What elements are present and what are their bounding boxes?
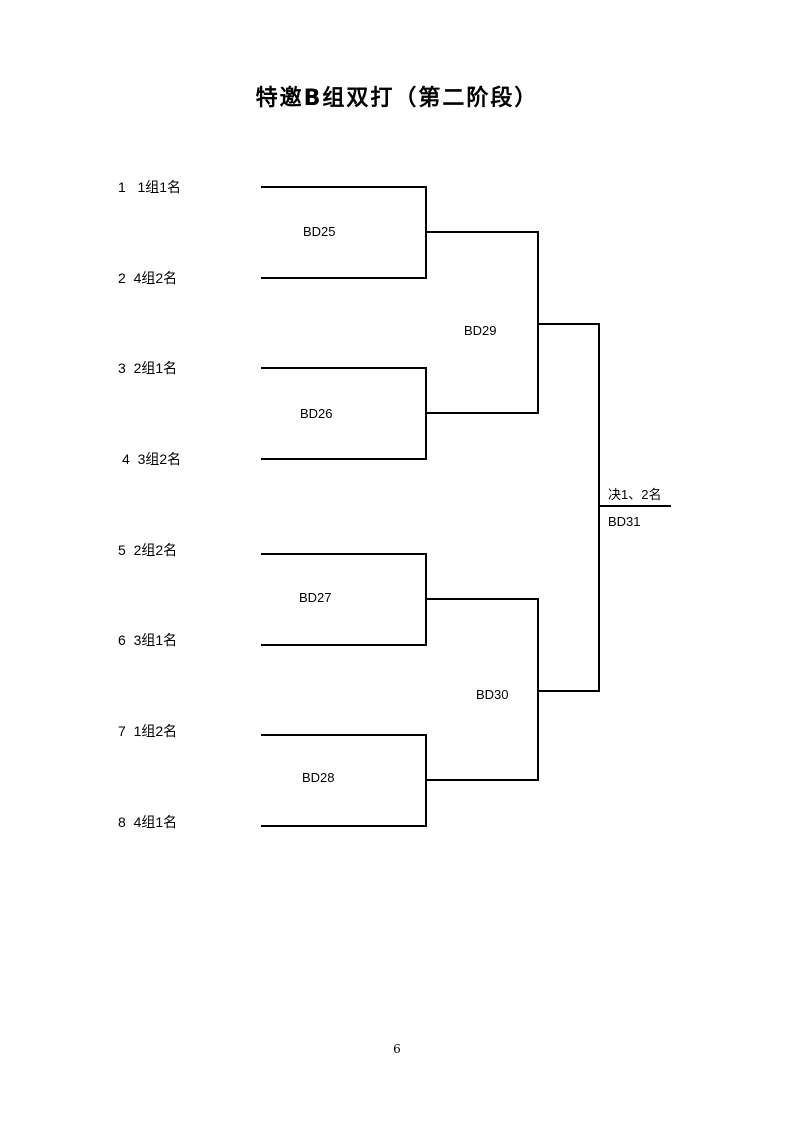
page-title: 特邀B组双打（第二阶段） <box>255 86 539 111</box>
bracket-line-seed-3 <box>261 367 427 369</box>
seed-number: 1 <box>118 179 126 195</box>
bracket-line-bd27-out <box>425 598 539 600</box>
bracket-join-bd31 <box>598 323 600 691</box>
seed-number: 4 <box>122 451 130 467</box>
match-label-bd28: BD28 <box>302 770 335 785</box>
seed-6: 6 3组1名 <box>118 630 177 650</box>
bracket-line-seed-2 <box>261 277 427 279</box>
bracket-line-seed-7 <box>261 734 427 736</box>
seed-5: 5 2组2名 <box>118 540 177 560</box>
seed-1: 1 1组1名 <box>118 177 181 197</box>
final-place-label: 决1、2名 <box>608 487 662 502</box>
seed-label: 2组2名 <box>133 542 178 558</box>
bracket-line-seed-1 <box>261 186 427 188</box>
seed-label: 3组1名 <box>133 632 178 648</box>
bracket-line-bd26-out <box>425 412 539 414</box>
seed-number: 6 <box>118 632 126 648</box>
seed-label: 4组2名 <box>133 270 178 286</box>
bracket-line-bd29-out <box>537 323 600 325</box>
seed-label: 1组1名 <box>137 179 182 195</box>
match-label-bd29: BD29 <box>464 323 497 338</box>
bracket-line-bd30-out <box>537 690 600 692</box>
seed-number: 3 <box>118 360 126 376</box>
seed-label: 2组1名 <box>133 360 178 376</box>
bracket-line-bd25-out <box>425 231 539 233</box>
bracket-line-seed-8 <box>261 825 427 827</box>
seed-label: 4组1名 <box>133 814 178 830</box>
seed-number: 5 <box>118 542 126 558</box>
bracket-join-bd29 <box>537 231 539 413</box>
seed-label: 1组2名 <box>133 723 178 739</box>
match-label-bd27: BD27 <box>299 590 332 605</box>
seed-number: 8 <box>118 814 126 830</box>
seed-4: 4 3组2名 <box>122 449 181 469</box>
seed-number: 7 <box>118 723 126 739</box>
seed-label: 3组2名 <box>137 451 182 467</box>
match-label-bd31: BD31 <box>608 514 641 529</box>
match-label-bd26: BD26 <box>300 406 333 421</box>
seed-8: 8 4组1名 <box>118 812 177 832</box>
page-number: 6 <box>393 1042 401 1056</box>
bracket-line-bd28-out <box>425 779 539 781</box>
match-label-bd30: BD30 <box>476 687 509 702</box>
seed-number: 2 <box>118 270 126 286</box>
seed-7: 7 1组2名 <box>118 721 177 741</box>
seed-2: 2 4组2名 <box>118 268 177 288</box>
bracket-line-seed-5 <box>261 553 427 555</box>
bracket-line-final-out <box>598 505 671 507</box>
bracket-line-seed-6 <box>261 644 427 646</box>
seed-3: 3 2组1名 <box>118 358 177 378</box>
bracket-join-bd30 <box>537 598 539 780</box>
bracket-line-seed-4 <box>261 458 427 460</box>
match-label-bd25: BD25 <box>303 224 336 239</box>
